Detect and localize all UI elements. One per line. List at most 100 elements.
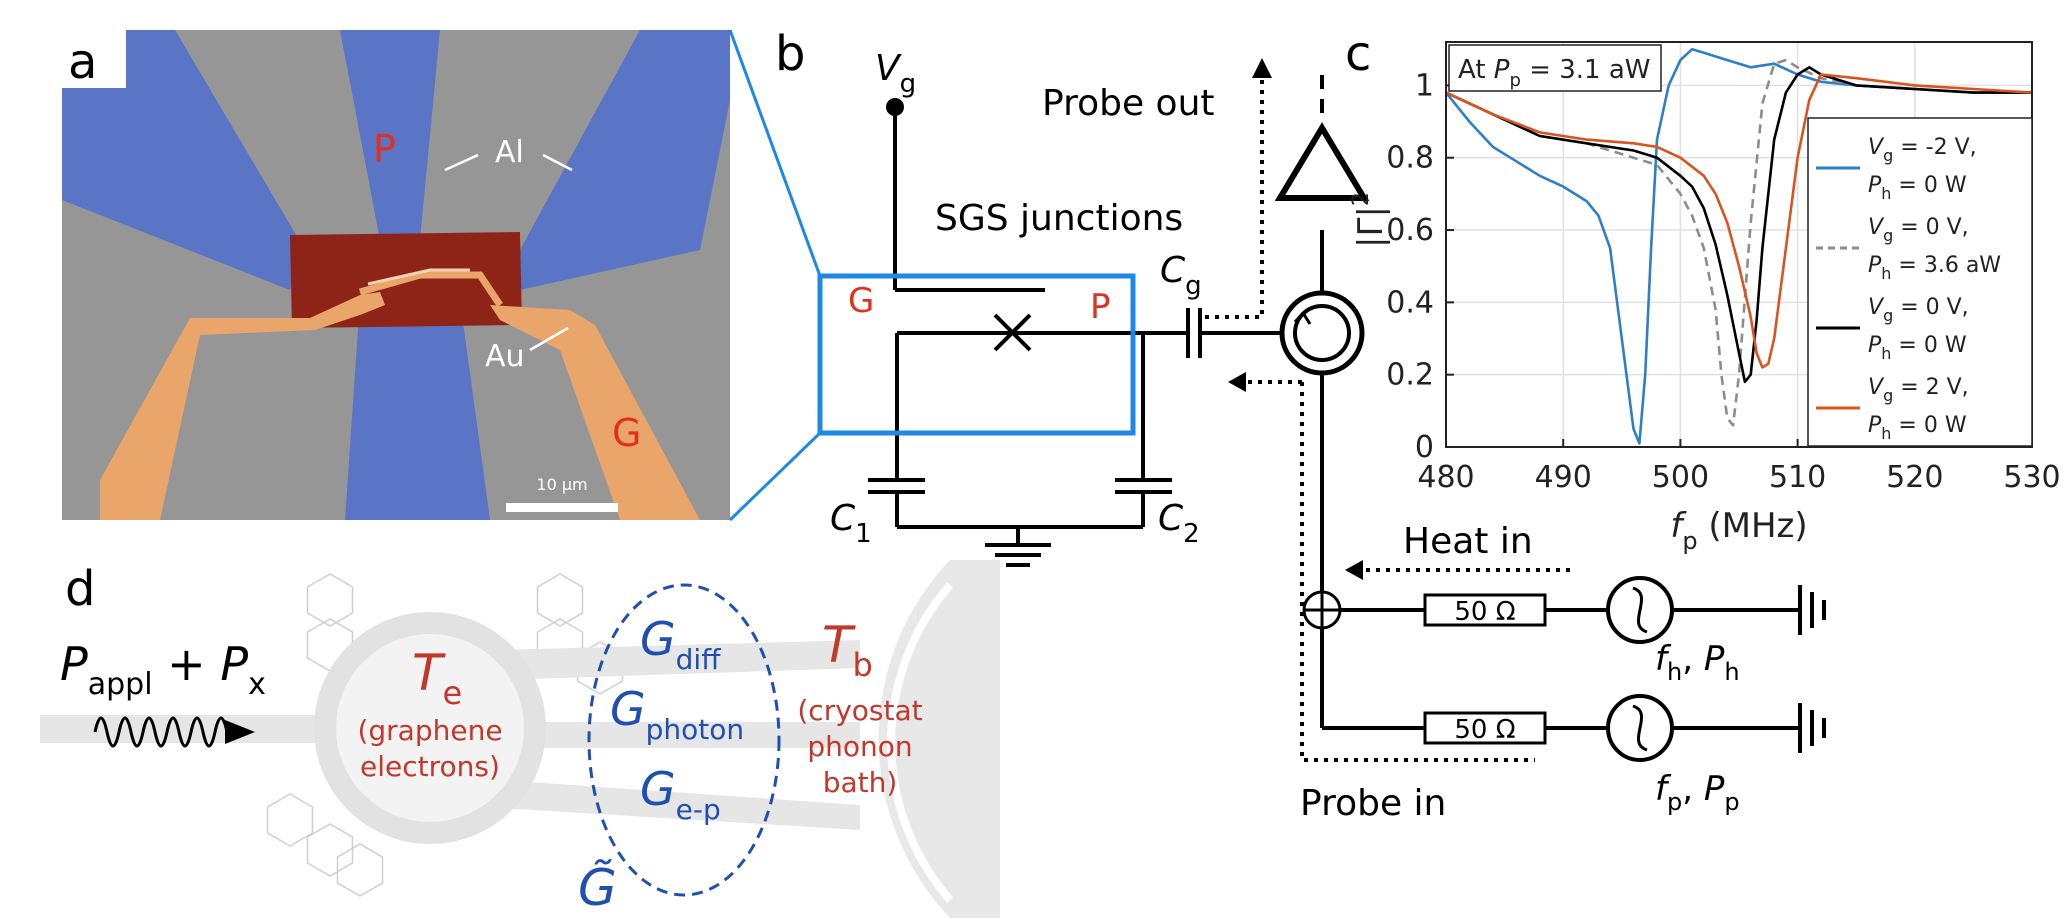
p-terminal-label: P [1090, 287, 1111, 327]
x-axis-label: fp (MHz) [1670, 506, 1807, 555]
al-arrow-left [444, 153, 479, 172]
al-lead-top [340, 30, 440, 240]
c1-label: C1 [830, 498, 872, 549]
resistor-heat-label: 50 Ω [1454, 597, 1515, 627]
signal-arrows [1205, 76, 1570, 762]
conductance-ellipse [587, 583, 781, 897]
y-tick-label: 0.6 [1386, 213, 1434, 248]
y-tick-label: 1 [1415, 68, 1434, 103]
g-photon-label: Gphoton [610, 682, 744, 746]
te-desc-2: electrons) [360, 750, 500, 783]
te-desc-1: (graphene [357, 714, 502, 747]
reflect-arrowhead [1228, 372, 1246, 392]
al-lead-bottom [345, 300, 490, 520]
g-total-label: G̃ [578, 859, 617, 917]
power-in-label: Pappl + Px [60, 637, 266, 702]
au-lead-left [100, 292, 385, 520]
y-tick-label: 0 [1415, 430, 1434, 465]
y-tick-label: 0.4 [1386, 285, 1434, 320]
series-line-1 [1446, 47, 2032, 445]
series-line-4 [1446, 73, 2032, 369]
al-arrow-right [542, 153, 573, 172]
legend-label-line2: Ph = 0 W [1868, 333, 1967, 363]
x-tick-label: 500 [1652, 460, 1709, 495]
amplifier-icon [1274, 122, 1370, 201]
panel-label-d: d [65, 561, 95, 617]
legend-label-line2: Ph = 3.6 aW [1868, 253, 2001, 283]
source-heat-label: fh, Ph [1655, 639, 1740, 686]
x-tick-label: 530 [2003, 460, 2060, 495]
heater-arrowhead [225, 720, 255, 744]
legend-label-line1: Vg = -2 V, [1868, 135, 1977, 165]
y-tick-label: 0.2 [1386, 358, 1434, 393]
x-tick-label: 510 [1769, 460, 1826, 495]
panel-a-g-label: G [612, 411, 641, 455]
lattice-hexagon [306, 823, 354, 877]
reflection-chart: 480 490 500 510 520 530 0 0.2 0.4 0.6 0.8 1 |Γ|2 fp (… [1349, 41, 2061, 555]
electron-bath-node [314, 612, 546, 844]
scalebar [506, 503, 618, 512]
annotation-text: At Pp = 3.1 aW [1458, 55, 1651, 91]
probe-out-arrowhead [1252, 58, 1272, 78]
heat-arrowhead [1345, 560, 1363, 580]
heater-wave [93, 716, 229, 748]
panel-a-au-label: Au [485, 339, 525, 374]
lattice-hexagon [536, 573, 584, 627]
te-label: Te [412, 644, 462, 712]
g-diff-label: Gdiff [640, 612, 721, 676]
zoom-line-top [728, 29, 822, 277]
au-lead-right [490, 305, 700, 520]
lattice-hexagon [306, 573, 354, 627]
resistor-probe-label: 50 Ω [1454, 715, 1515, 745]
heat-in-label: Heat in [1403, 521, 1533, 562]
c2-label: C2 [1158, 498, 1200, 549]
legend-label-line2: Ph = 0 W [1868, 413, 1967, 443]
legend-label-line2: Ph = 0 W [1868, 173, 1967, 203]
probe-in-label: Probe in [1300, 783, 1446, 824]
panel-d [40, 560, 1000, 918]
panel-label-b: b [775, 26, 805, 82]
cg-label: Cg [1160, 250, 1202, 301]
x-tick-label: 520 [1886, 460, 1943, 495]
x-tick-label: 490 [1535, 460, 1592, 495]
lattice-hexagon [266, 793, 314, 847]
source-probe-label: fp, Pp [1655, 769, 1740, 816]
series-group [1446, 47, 2032, 445]
legend-label-line1: Vg = 2 V, [1868, 375, 1969, 405]
al-lead-right [520, 30, 730, 290]
tb-desc-1: (cryostat [797, 694, 922, 727]
annotation-box [1448, 44, 1662, 92]
sgs-highlight-box [817, 273, 1136, 436]
panel-a-al-label: Al [495, 135, 524, 170]
y-tick-label: 0.8 [1386, 141, 1434, 176]
panel-label-c: c [1345, 26, 1371, 82]
al-lead-left [62, 30, 305, 290]
g-terminal-label: G [848, 281, 874, 321]
lattice-hexagon [336, 843, 384, 897]
vg-node [886, 98, 904, 116]
resistor-heat [1423, 593, 1547, 627]
panel-label-a: a [68, 34, 97, 90]
vg-label: Vg [875, 48, 916, 99]
probe-out-label: Probe out [1042, 83, 1215, 124]
series-line-2 [1446, 58, 2032, 427]
tb-desc-2: phonon [807, 730, 912, 763]
zoom-line-bottom [728, 431, 822, 522]
au-arrow [529, 326, 569, 352]
tb-label: Tb [822, 616, 873, 684]
scalebar-label: 10 µm [536, 475, 587, 494]
legend-label-line1: Vg = 0 V, [1868, 215, 1969, 245]
sgs-label: SGS junctions [935, 198, 1183, 239]
coupling-links [500, 640, 860, 830]
tb-desc-3: bath) [823, 766, 898, 799]
g-ep-label: Ge-p [640, 762, 721, 826]
legend-label-line1: Vg = 0 V, [1868, 295, 1969, 325]
x-tick-label: 480 [1417, 460, 1474, 495]
resistor-probe [1423, 711, 1547, 745]
panel-a-p-label: P [373, 127, 396, 171]
panel-b [868, 75, 1826, 753]
y-axis-label: |Γ|2 [1349, 192, 1391, 248]
panel-a: 10 µm P G Al Au [62, 30, 730, 520]
